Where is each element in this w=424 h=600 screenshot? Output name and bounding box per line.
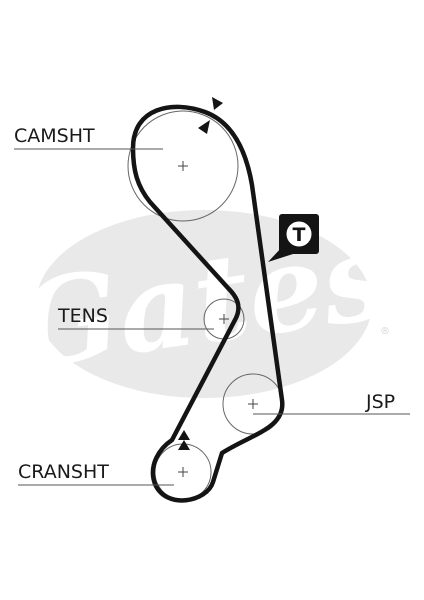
tensioner-badge-ring [285, 220, 313, 248]
crankshaft-label: CRANSHT [18, 461, 109, 483]
timing-belt [130, 104, 285, 503]
jackshaft-label-group: JSP [253, 391, 410, 415]
logo-wordmark: Gates [9, 206, 398, 396]
logo-ellipse [36, 210, 372, 398]
camshaft-pulley [127, 110, 239, 222]
rotation-arrow-top-icon [212, 97, 223, 110]
camshaft-label-group: CAMSHT [14, 125, 163, 150]
rotation-arrow-camshaft-icon [198, 120, 210, 134]
logo-registered-mark: ® [380, 326, 390, 337]
rotation-arrow-crankshaft-lower-icon [178, 440, 190, 450]
jackshaft-label: JSP [365, 391, 395, 413]
camshaft-label: CAMSHT [14, 125, 95, 147]
tensioner-label: TENS [57, 305, 108, 327]
tensioner-badge-pointer [268, 246, 293, 262]
tensioner-label-group: TENS [57, 305, 214, 330]
tensioner-badge: T [268, 214, 319, 262]
gates-logo-watermark: Gates ® [9, 206, 398, 398]
tensioner-badge-letter: T [293, 224, 306, 246]
crankshaft-pulley [154, 443, 212, 501]
crankshaft-label-group: CRANSHT [18, 461, 174, 486]
rotation-arrow-crankshaft-icon [178, 430, 190, 440]
